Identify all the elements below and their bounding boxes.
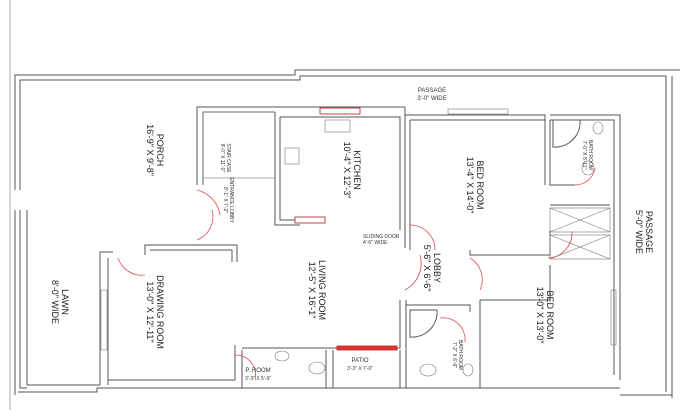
sliding-door-label: SLIDING DOOR bbox=[363, 234, 400, 240]
bath2-label: BATH ROOM bbox=[457, 340, 463, 370]
windows bbox=[100, 107, 617, 351]
bedroom2-size: 13'-0" X 13'-0" bbox=[535, 287, 545, 344]
kitchen-label: KITCHEN bbox=[352, 150, 362, 190]
shower-icon bbox=[552, 119, 581, 148]
drawing-size: 13'-0" X 12'-11" bbox=[145, 281, 155, 342]
basin-icon bbox=[592, 121, 604, 135]
proom-size: 3'-3" X 5'-9" bbox=[245, 376, 271, 382]
passage-right-label: PASSAGE bbox=[644, 211, 654, 253]
porch-size: 16'-9" X 9'-8" bbox=[145, 124, 155, 176]
bath1-label: BATH ROOM bbox=[587, 140, 593, 170]
staircase-size: 8'-0" X 11'-0" bbox=[219, 144, 225, 173]
bath1-size: 7'-0" X 8'-11" bbox=[581, 141, 587, 170]
bedroom1-label: BED ROOM bbox=[475, 160, 485, 209]
bath2-size: 7'-2" X 6'-6" bbox=[451, 342, 457, 368]
living-size: 12'-5" X 16'-1" bbox=[307, 262, 317, 319]
lobby-label: LOBBY bbox=[432, 253, 442, 283]
lawn-size: 8'-0" WIDE bbox=[50, 280, 60, 324]
toilet-icon bbox=[308, 361, 326, 375]
sink-icon bbox=[324, 119, 351, 133]
shower-icon bbox=[409, 309, 438, 338]
living-label: LIVING ROOM bbox=[317, 260, 327, 320]
entrance-lobby-label: ENTRANCE LOBBY bbox=[228, 177, 234, 223]
stove-icon bbox=[284, 147, 300, 165]
lobby-size: 5'-6" X 6'-6" bbox=[422, 245, 432, 292]
passage-top-label: PASSAGE bbox=[418, 88, 446, 94]
porch-label: PORCH bbox=[155, 134, 165, 167]
proom-label: P. ROOM bbox=[245, 368, 270, 374]
kitchen-size: 10'-4" X 12'-3" bbox=[342, 142, 352, 199]
drawing-label: DRAWING ROOM bbox=[155, 275, 165, 349]
basin-icon bbox=[462, 363, 474, 377]
patio-label: PATIO bbox=[351, 358, 368, 364]
lawn-label: LAWN bbox=[60, 289, 70, 315]
doors bbox=[117, 167, 596, 381]
toilet-icon bbox=[419, 363, 437, 377]
passage-right-size: 5'-0" WIDE bbox=[634, 210, 644, 254]
staircase-label: STAIR CASE bbox=[225, 143, 231, 173]
bedroom1-size: 13'-4" X 14'-0" bbox=[465, 157, 475, 214]
sliding-door-size: 4'-6" WIDE bbox=[363, 240, 388, 246]
patio-size: 3'-3" X 7'-0" bbox=[347, 366, 373, 372]
toilet-icon bbox=[581, 160, 595, 176]
fixtures bbox=[274, 119, 604, 377]
passage-top-size: 3'-0" WIDE bbox=[417, 96, 446, 102]
building-walls bbox=[99, 106, 621, 388]
boundary-wall bbox=[9, 0, 680, 410]
basin-icon bbox=[274, 350, 290, 362]
entrance-lobby-size: 8'-1" X 7'-2" bbox=[222, 187, 228, 213]
bedroom2-label: BED ROOM bbox=[545, 290, 555, 339]
